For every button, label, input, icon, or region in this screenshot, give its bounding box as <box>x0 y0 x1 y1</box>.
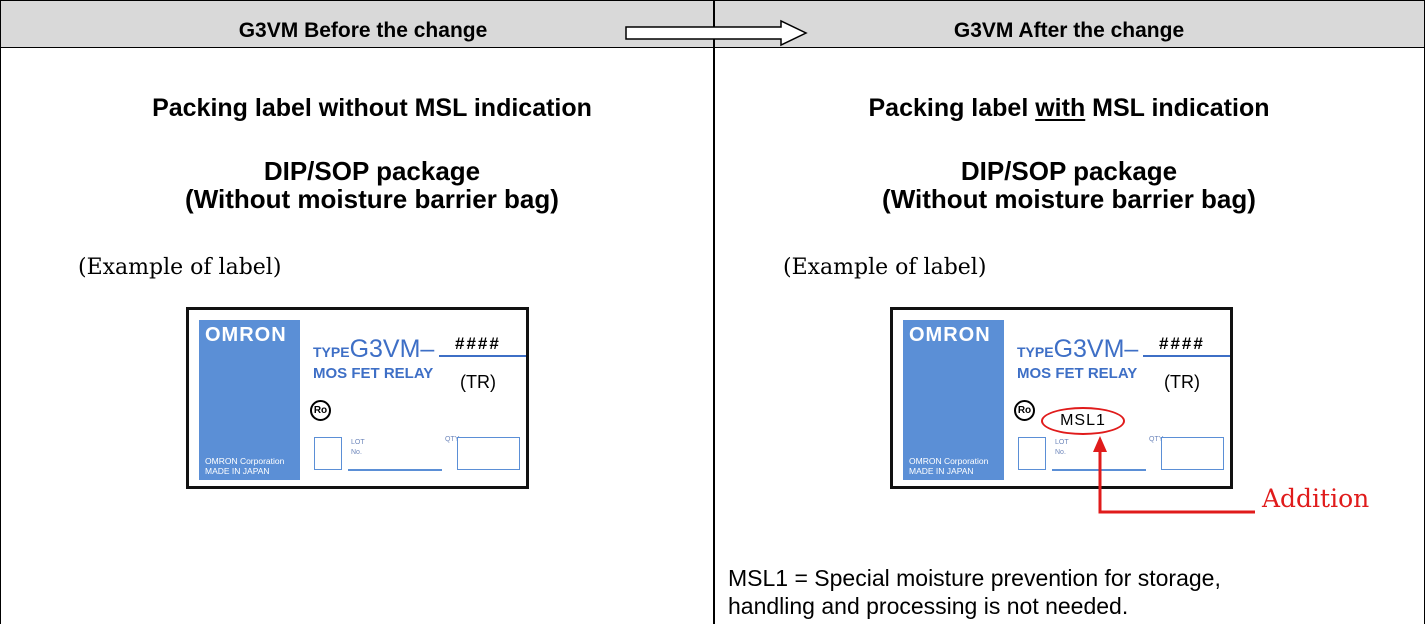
part-number: #### <box>1159 334 1205 353</box>
type-row: TYPE G3VM– <box>313 334 434 364</box>
label-blue-panel: OMRON OMRON Corporation MADE IN JAPAN <box>199 320 300 480</box>
after-package-line2: (Without moisture barrier bag) <box>882 184 1256 214</box>
after-title: Packing label with MSL indication <box>714 94 1424 122</box>
lot-no-label: No. <box>351 449 362 456</box>
msl-note-line1: MSL1 = Special moisture prevention for s… <box>728 565 1221 591</box>
part-number-underline <box>1143 355 1230 357</box>
qty-box <box>457 437 520 470</box>
qty-box <box>1161 437 1224 470</box>
after-packing-label: OMRON OMRON Corporation MADE IN JAPAN TY… <box>890 307 1233 489</box>
lot-box <box>314 437 342 470</box>
lot-no-label: No. <box>1055 449 1066 456</box>
type-prefix: TYPE <box>313 344 350 360</box>
msl-note-line2: handling and processing is not needed. <box>728 593 1129 619</box>
lot-line <box>348 469 442 471</box>
maker-line1: OMRON Corporation <box>909 456 989 466</box>
after-example-caption: (Example of label) <box>783 255 987 280</box>
maker-line2: MADE IN JAPAN <box>205 466 270 476</box>
part-number: #### <box>455 334 501 353</box>
maker-line2: MADE IN JAPAN <box>909 466 974 476</box>
product-name: MOS FET RELAY <box>1017 365 1138 382</box>
msl-mark: MSL1 <box>1041 407 1125 435</box>
before-package-line1: DIP/SOP package <box>263 156 481 186</box>
type-row: TYPE G3VM– <box>1017 334 1138 364</box>
packing-code: (TR) <box>460 372 496 392</box>
after-title-emphasis: with <box>1035 94 1086 122</box>
qty-label: QTY <box>445 436 460 443</box>
packing-code: (TR) <box>1164 372 1200 392</box>
label-blue-panel: OMRON OMRON Corporation MADE IN JAPAN <box>903 320 1004 480</box>
after-title-start: Packing label <box>868 94 1036 122</box>
after-title-end: MSL indication <box>1085 94 1270 122</box>
type-prefix: TYPE <box>1017 344 1054 360</box>
omron-logo: OMRON <box>205 324 287 346</box>
after-package-line1: DIP/SOP package <box>960 156 1178 186</box>
model-name: G3VM– <box>1053 335 1139 363</box>
lot-label: LOT <box>351 439 365 446</box>
product-name: MOS FET RELAY <box>313 365 434 382</box>
lot-box <box>1018 437 1046 470</box>
lot-label: LOT <box>1055 439 1069 446</box>
header-before-change: G3VM Before the change <box>238 19 488 42</box>
column-divider <box>713 0 715 624</box>
ro-compliance-mark-icon: Ro <box>1014 400 1035 421</box>
before-example-caption: (Example of label) <box>78 255 282 280</box>
addition-callout-label: Addition <box>1262 484 1370 513</box>
before-title: Packing label without MSL indication <box>152 94 592 122</box>
lot-line <box>1052 469 1146 471</box>
omron-logo: OMRON <box>909 324 991 346</box>
part-number-underline <box>439 355 526 357</box>
maker-line1: OMRON Corporation <box>205 456 285 466</box>
ro-compliance-mark-icon: Ro <box>310 400 331 421</box>
qty-label: QTY <box>1149 436 1164 443</box>
header-after-change: G3VM After the change <box>953 19 1185 42</box>
before-package-line2: (Without moisture barrier bag) <box>185 184 559 214</box>
model-name: G3VM– <box>349 335 435 363</box>
before-packing-label: OMRON OMRON Corporation MADE IN JAPAN TY… <box>186 307 529 489</box>
